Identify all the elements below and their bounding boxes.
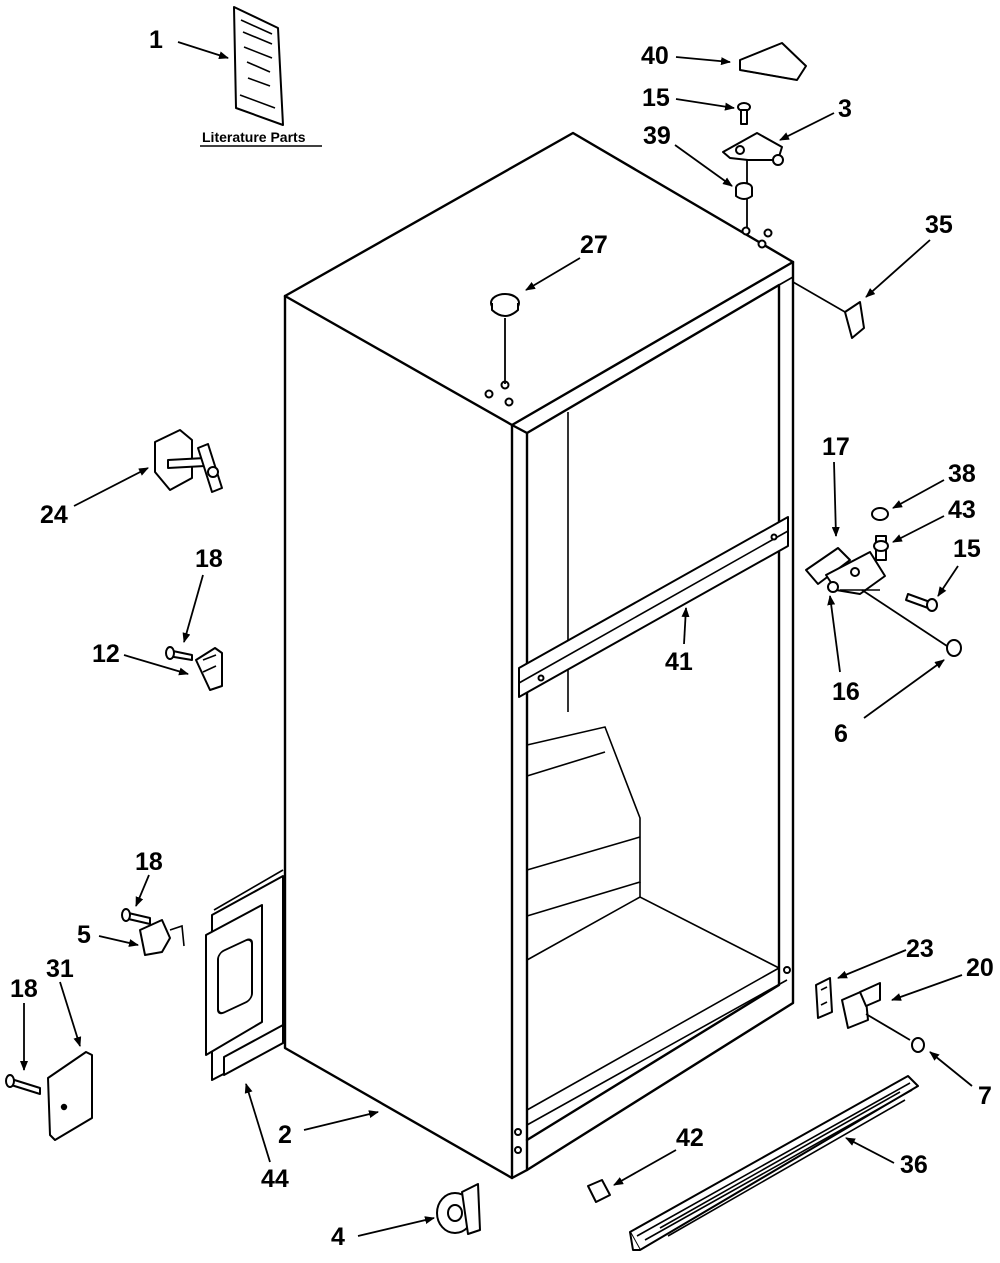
callout-40: 40 [641, 42, 669, 70]
callout-12: 12 [92, 640, 120, 668]
callout-5: 5 [77, 921, 91, 949]
callout-16: 16 [832, 678, 860, 706]
literature-parts-caption: Literature Parts [202, 129, 306, 145]
callouts: 1 40 15 3 39 35 27 24 17 38 43 15 18 12 … [10, 26, 994, 1251]
callout-31: 31 [46, 955, 74, 983]
toe-grille [629, 1075, 919, 1251]
callout-43: 43 [948, 496, 976, 524]
lower-left-hinge [139, 919, 185, 956]
callout-36: 36 [900, 1151, 928, 1179]
callout-18-upper: 18 [195, 545, 223, 573]
bottom-hinge-screw [911, 1037, 925, 1053]
screw-top [737, 102, 751, 125]
center-hinge-screw [905, 593, 938, 612]
callout-3: 3 [838, 95, 852, 123]
hinge-cover-screw [5, 1074, 41, 1095]
hinge-pin-washer [871, 507, 889, 521]
top-hinge [722, 132, 784, 228]
lower-hinge-cover [47, 1051, 93, 1141]
callout-20: 20 [966, 954, 994, 982]
callout-6: 6 [834, 720, 848, 748]
callout-1: 1 [149, 26, 163, 54]
hinge-pin [873, 535, 889, 561]
callout-24: 24 [40, 501, 68, 529]
center-hinge-bolt [946, 639, 962, 657]
callout-18-lower: 18 [135, 848, 163, 876]
callout-23: 23 [906, 935, 934, 963]
callout-39: 39 [643, 122, 671, 150]
center-hinge-assembly [805, 547, 951, 649]
hinge-spacer [735, 182, 753, 200]
callout-7: 7 [978, 1082, 992, 1110]
roller-caster [436, 1183, 481, 1235]
callout-18-cover: 18 [10, 975, 38, 1003]
callout-17: 17 [822, 433, 850, 461]
literature-booklet [233, 6, 284, 126]
callout-42: 42 [676, 1124, 704, 1152]
callout-2: 2 [278, 1121, 292, 1149]
grille-clip [587, 1179, 611, 1203]
callout-41: 41 [665, 648, 693, 676]
bottom-hinge [841, 982, 911, 1041]
callout-4: 4 [331, 1223, 345, 1251]
bottom-hinge-shim [815, 977, 833, 1019]
callout-15-hinge: 15 [953, 535, 981, 563]
callout-44: 44 [261, 1165, 289, 1193]
hinge-screw-upper [165, 646, 193, 661]
small-hinge-bracket [195, 647, 223, 691]
lower-left-hinge-screw [121, 908, 151, 925]
door-latch [154, 429, 223, 493]
callout-15-top: 15 [642, 84, 670, 112]
refrigerator-cabinet [205, 131, 795, 1180]
callout-27: 27 [580, 231, 608, 259]
hinge-cover [739, 42, 807, 81]
callout-35: 35 [925, 211, 953, 239]
plug-button [490, 293, 520, 384]
top-trim-piece [792, 281, 865, 339]
callout-38: 38 [948, 460, 976, 488]
